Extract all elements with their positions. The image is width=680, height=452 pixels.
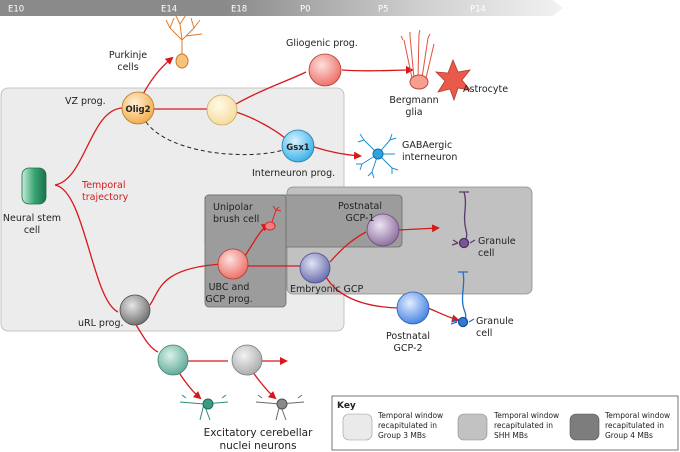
postnatal-gcp1-line1: Postnatal bbox=[338, 201, 382, 212]
gsx1-label: Gsx1 bbox=[286, 143, 310, 153]
bergmann-label-line2: glia bbox=[405, 107, 422, 118]
ubc-gcp-label-line2: GCP prog. bbox=[205, 294, 252, 305]
key-group4-line3: Group 4 MBs bbox=[605, 431, 653, 440]
bergmann-glia-icon bbox=[400, 29, 435, 90]
gabaergic-interneuron-icon bbox=[356, 133, 399, 179]
olig2-gsx1-dashed-link bbox=[145, 121, 284, 156]
bergmann-label-line1: Bergmann bbox=[389, 95, 438, 106]
postnatal-gcp1-line2: GCP-1 bbox=[346, 213, 375, 224]
bipotent-progenitor bbox=[206, 94, 238, 126]
unipolar-label-line2: brush cell bbox=[213, 214, 259, 225]
ubc-gcp-progenitor bbox=[217, 248, 249, 280]
temporal-trajectory-line1: Temporal bbox=[81, 180, 126, 191]
key-group4-line1: Temporal window bbox=[604, 411, 670, 420]
purkinje-label-line1: Purkinje bbox=[109, 50, 147, 61]
key-title: Key bbox=[337, 401, 356, 411]
excitatory-label-line2: nuclei neurons bbox=[219, 440, 296, 452]
timeline-label-e10: E10 bbox=[8, 5, 24, 15]
key-group3-line2: recapitulated in bbox=[378, 421, 437, 430]
granule1-label-line2: cell bbox=[478, 248, 494, 259]
timeline-label-p0: P0 bbox=[300, 5, 311, 15]
astrocyte-label: Astrocyte bbox=[463, 84, 508, 95]
postnatal-gcp2-line1: Postnatal bbox=[386, 331, 430, 342]
gsx1-interneuron-progenitor bbox=[281, 129, 315, 163]
embryonic-gcp-label: Embryonic GCP bbox=[290, 284, 364, 295]
timeline-label-p14: P14 bbox=[470, 5, 486, 15]
temporal-trajectory-line2: trajectory bbox=[82, 192, 129, 203]
olig2-label: Olig2 bbox=[125, 105, 150, 115]
url-progenitor bbox=[119, 294, 151, 326]
timeline-label-e18: E18 bbox=[231, 5, 247, 15]
key-group4-line2: recapitulated in bbox=[605, 421, 664, 430]
granule-cell-1-icon bbox=[451, 191, 476, 249]
key-shh-line3: SHH MBs bbox=[494, 431, 528, 440]
timeline-bar: E10 E14 E18 P0 P5 P14 bbox=[0, 0, 563, 16]
unipolar-label-line1: Unipolar bbox=[213, 202, 253, 213]
url-prog-label: uRL prog. bbox=[78, 318, 124, 329]
key-legend: Key Temporal window recapitulated in Gro… bbox=[331, 395, 679, 451]
key-swatch-group3 bbox=[342, 413, 373, 441]
gliogenic-progenitor bbox=[308, 53, 342, 87]
astrocyte-icon bbox=[434, 58, 471, 102]
timeline-label-e14: E14 bbox=[161, 5, 177, 15]
vz-prog-label: VZ prog. bbox=[65, 96, 106, 107]
ubc-gcp-label-line1: UBC and bbox=[209, 282, 250, 293]
granule-cell-2-icon bbox=[450, 271, 475, 328]
gabaergic-label-line1: GABAergic bbox=[402, 140, 452, 151]
gabaergic-label-line2: interneuron bbox=[402, 152, 457, 163]
purkinje-label-line2: cells bbox=[117, 62, 138, 73]
key-shh-line1: Temporal window bbox=[493, 411, 559, 420]
key-group3-line3: Group 3 MBs bbox=[378, 431, 426, 440]
granule2-label-line1: Granule bbox=[476, 316, 514, 327]
excitatory-neuron-1-icon bbox=[179, 394, 229, 421]
neural-stem-cell-icon bbox=[21, 167, 47, 205]
timeline-label-p5: P5 bbox=[378, 5, 389, 15]
olig2-vz-progenitor bbox=[121, 91, 155, 125]
embryonic-gcp bbox=[299, 252, 331, 284]
nuclei-progenitor-early bbox=[157, 344, 189, 376]
neural-stem-label-line2: cell bbox=[24, 225, 40, 236]
neural-stem-label-line1: Neural stem bbox=[3, 213, 61, 224]
granule1-label-line1: Granule bbox=[478, 236, 516, 247]
interneuron-prog-label: Interneuron prog. bbox=[252, 168, 335, 179]
key-swatch-shh bbox=[457, 413, 488, 441]
lineage-arrows bbox=[54, 56, 460, 400]
excitatory-neuron-2-icon bbox=[255, 394, 305, 421]
key-shh-line2: recapitulated in bbox=[494, 421, 553, 430]
purkinje-cell-icon bbox=[165, 14, 203, 69]
excitatory-label-line1: Excitatory cerebellar bbox=[204, 427, 313, 439]
postnatal-gcp2-line2: GCP-2 bbox=[394, 343, 423, 354]
gliogenic-label: Gliogenic prog. bbox=[286, 38, 358, 49]
unipolar-brush-cell-icon bbox=[264, 205, 282, 231]
postnatal-gcp2 bbox=[396, 291, 430, 325]
key-group3-line1: Temporal window bbox=[377, 411, 443, 420]
nuclei-progenitor-late bbox=[231, 344, 263, 376]
granule2-label-line2: cell bbox=[476, 328, 492, 339]
postnatal-gcp1 bbox=[366, 213, 400, 247]
key-swatch-group4 bbox=[569, 413, 600, 441]
